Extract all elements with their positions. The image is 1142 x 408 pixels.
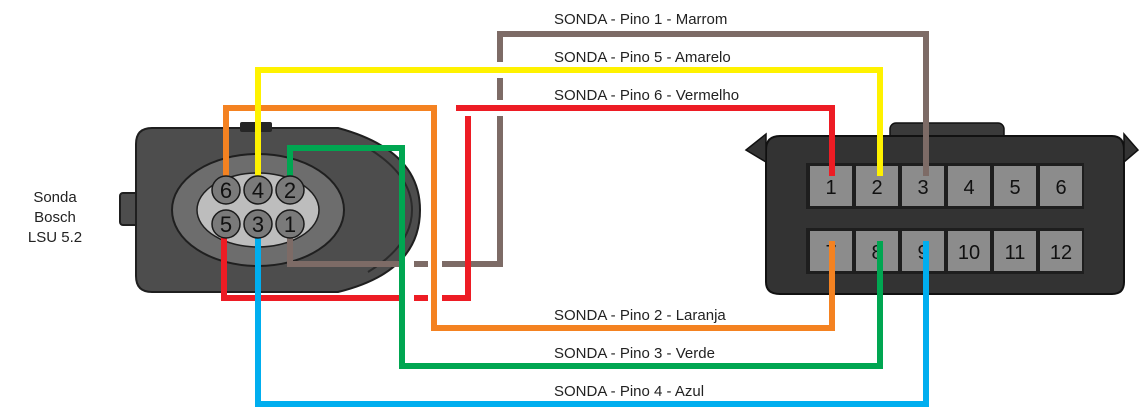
wires-overlay	[399, 67, 520, 310]
connector-pin-cell-5	[994, 166, 1036, 206]
wire-pin-2-orange	[223, 105, 835, 331]
connector-pin-number-5: 5	[1009, 177, 1020, 199]
wire-label-yellow: SONDA - Pino 5 - Amarelo	[554, 49, 731, 66]
connector-pin-number-4: 4	[963, 177, 974, 199]
connector-pin-number-2: 2	[871, 177, 882, 199]
sensor-pin-number-5: 5	[220, 212, 232, 237]
sensor-label-line-1: Sonda	[33, 189, 77, 206]
connector-pin-number-12: 12	[1050, 242, 1072, 264]
sensor-pin-number-6: 6	[220, 178, 232, 203]
sensor-pin-number-1: 1	[284, 212, 296, 237]
sensor-pin-1	[275, 209, 305, 239]
connector-left-ear	[744, 132, 767, 164]
connector-pin-cell-12	[1040, 231, 1082, 271]
wire-label-red: SONDA - Pino 6 - Vermelho	[554, 87, 739, 104]
sensor-label-line-3: LSU 5.2	[27, 229, 83, 246]
connector-right-ear	[1123, 132, 1140, 164]
wire-pin-5-yellow	[255, 67, 883, 186]
sensor-pin-4	[243, 175, 273, 205]
connector-pin-number-3: 3	[917, 177, 928, 199]
sensor-pin-3	[243, 209, 273, 239]
sensor-pin-6	[211, 175, 241, 205]
connector-pin-cell-4	[948, 166, 990, 206]
wire-pin-4-blue	[255, 234, 929, 407]
wire-label-blue: SONDA - Pino 4 - Azul	[554, 383, 704, 400]
connector-pin-number-1: 1	[825, 177, 836, 199]
connector-pin-cell-11	[994, 231, 1036, 271]
connector-pin-number-10: 10	[958, 242, 980, 264]
connector-bottom-pin-slot	[806, 228, 1084, 274]
wire-pin-1-brown	[287, 31, 929, 267]
connector-top-pin-slot	[806, 163, 1084, 209]
connector-pin-number-11: 11	[1005, 242, 1026, 264]
sensor-pin-2	[275, 175, 305, 205]
wire-label-green: SONDA - Pino 3 - Verde	[554, 345, 715, 362]
wire-labels: SONDA - Pino 1 - Marrom SONDA - Pino 5 -…	[554, 11, 739, 400]
sensor-name-label: Sonda Bosch LSU 5.2	[20, 188, 90, 248]
sensor-housing-bevel	[367, 147, 414, 273]
sensor-pin-5	[211, 209, 241, 239]
sensor-label-line-2: Bosch	[34, 209, 76, 226]
wire-label-brown: SONDA - Pino 1 - Marrom	[554, 11, 727, 28]
sensor-pin-number-2: 2	[284, 178, 296, 203]
sensor-pin-number-3: 3	[252, 212, 264, 237]
connector-pin-cell-6	[1040, 166, 1082, 206]
sensor-pin-number-4: 4	[252, 178, 264, 203]
wire-label-orange: SONDA - Pino 2 - Laranja	[554, 307, 726, 324]
wire-pin-6-red	[221, 105, 835, 301]
connector-pin-number-6: 6	[1055, 177, 1066, 199]
connector-pin-cell-10	[948, 231, 990, 271]
